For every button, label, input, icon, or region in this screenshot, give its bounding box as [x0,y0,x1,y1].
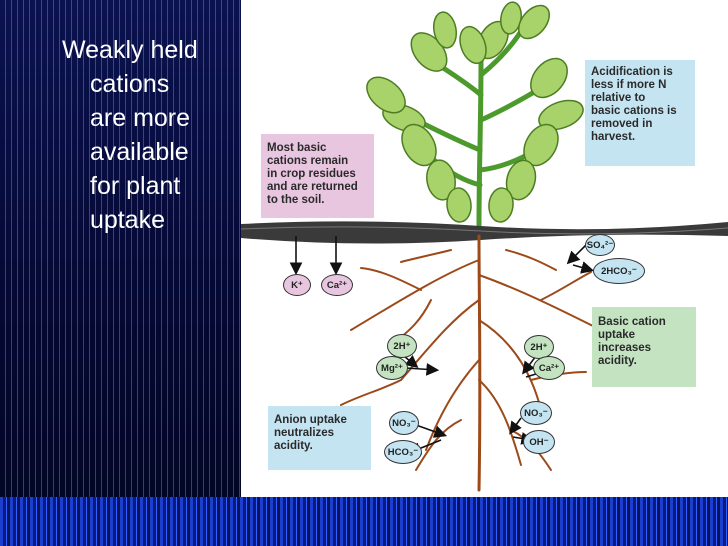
ion-nitrate: NO₃⁻ [520,401,552,425]
ion-bicarbonate: HCO₃⁻ [384,440,422,464]
label-line: less if more N [591,79,667,91]
ion-magnesium: Mg²⁺ [376,356,408,380]
cation-uptake-box [592,307,696,387]
label-line: in crop residues [267,168,356,180]
label-line: harvest. [591,131,636,143]
ion-hydrogen: 2H⁺ [524,335,554,359]
bullet-line: Weakly held [62,36,198,64]
label-line: neutralizes [274,427,335,439]
bullet-line: cations [90,70,170,98]
ion-calcium: Ca²⁺ [321,274,353,296]
ion-nitrate: NO₃⁻ [389,411,419,435]
ion-sulfate: SO₄²⁻ [585,234,615,256]
label-line: Acidification is [591,66,673,78]
plant-roots [340,234,602,492]
bullet-line: for plant [90,172,181,200]
bullet-point: Weakly held cations are more available f… [62,33,242,237]
plant-diagram [241,1,728,492]
label-line: basic cations is [591,105,677,117]
label-line: relative to [591,92,646,104]
label-line: acidity. [274,440,313,452]
bullet-line: are more [90,104,191,132]
soil-surface [241,221,728,244]
bottom-decorative-strip [0,497,728,546]
label-line: acidity. [598,355,637,367]
ion-calcium: Ca²⁺ [533,356,565,380]
label-line: to the soil. [267,194,325,206]
label-line: Most basic [267,142,327,154]
plant-leaves [366,1,584,223]
acidification-label: Acidification is less if more N relative… [585,62,695,148]
acidification-box [585,60,695,166]
bullet-line: available [90,138,189,166]
residues-box [261,134,374,218]
label-line: Anion uptake [274,414,347,426]
ion-hydroxide: OH⁻ [523,430,555,454]
label-line: uptake [598,329,636,341]
ion-hydrogen: 2H⁺ [387,334,417,358]
cation-uptake-label: Basic cation uptake increases acidity. [592,312,696,372]
diagram-panel: Acidification is less if more N relative… [241,0,728,497]
ion-potassium: K⁺ [283,274,311,296]
label-line: and are returned [267,181,358,193]
ion-bicarbonate: 2HCO₃⁻ [593,258,645,284]
label-line: cations remain [267,155,349,167]
anion-uptake-label: Anion uptake neutralizes acidity. [268,410,371,457]
label-line: Basic cation [598,316,666,328]
anion-uptake-box [268,406,371,470]
label-line: increases [598,342,652,354]
bullet-line: uptake [90,206,166,234]
residues-label: Most basic cations remain in crop residu… [261,138,376,211]
label-line: removed in [591,118,653,130]
